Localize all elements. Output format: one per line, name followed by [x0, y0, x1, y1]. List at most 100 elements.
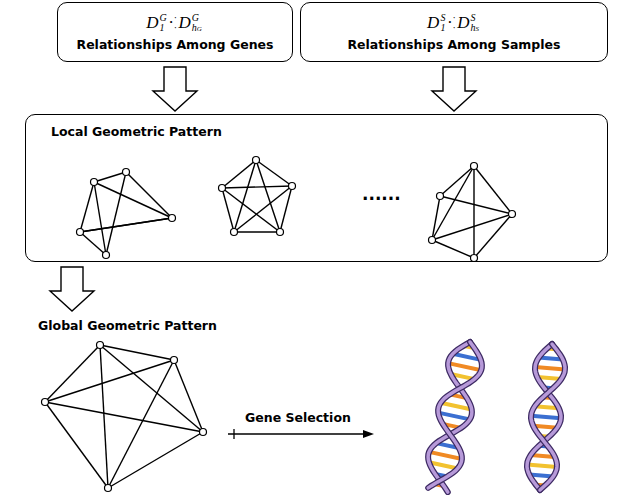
graph-vertex	[42, 399, 49, 406]
base-pair	[527, 464, 557, 466]
index-stack: ··	[174, 13, 177, 33]
graph-edge	[222, 160, 256, 188]
graph-vertex	[219, 185, 226, 192]
graph-edge	[126, 172, 172, 218]
graph-edge	[100, 345, 108, 488]
dna-strand-fill	[531, 344, 565, 490]
graph-edge	[80, 218, 172, 232]
graph-edge	[108, 432, 203, 488]
formula-symbol: ·	[447, 13, 451, 33]
graph-edge	[80, 182, 94, 232]
dna-strand	[428, 342, 482, 488]
block-arrow	[50, 267, 94, 311]
subscript: ·	[453, 23, 456, 33]
graph-edge	[45, 402, 203, 432]
index-stack: hSS	[470, 13, 479, 33]
dna-strand	[531, 344, 565, 490]
subscript: hS	[470, 23, 479, 33]
block-arrow	[432, 67, 476, 111]
index-stack: ··	[453, 13, 456, 33]
graph-edge	[94, 182, 172, 218]
dna-strand-fill	[428, 342, 482, 488]
graph-vertex	[437, 193, 444, 200]
graph-vertex	[231, 229, 238, 236]
graph-edge	[440, 166, 474, 196]
graph-vertex	[171, 357, 178, 364]
global-pattern-group: Global Geometric Pattern	[30, 314, 220, 492]
superscript: S	[470, 13, 479, 23]
subscript: ·	[174, 23, 177, 33]
graph-edge	[94, 172, 126, 182]
graph-edge	[45, 402, 108, 488]
arrow-line	[228, 433, 366, 434]
graph-edge	[100, 345, 203, 432]
graph-edge	[474, 166, 512, 214]
box-title: Global Geometric Pattern	[38, 318, 220, 333]
sub-subscript: G	[197, 25, 202, 33]
superscript: G	[159, 13, 166, 23]
source-box: D1G ··· DhGGRelationships Among Genes	[57, 2, 293, 62]
graph-edge	[106, 172, 126, 255]
graph-edge	[234, 160, 256, 232]
graph-edge	[100, 345, 174, 360]
graph-vertex	[471, 255, 478, 262]
graph-vertex	[200, 429, 207, 436]
index-stack: 1G	[159, 13, 166, 33]
graph-edge	[440, 196, 512, 214]
box-title: Relationships Among Samples	[347, 37, 560, 52]
arrow-label: Gene Selection	[243, 410, 353, 425]
graph-edge	[234, 186, 292, 232]
graph-vertex	[509, 211, 516, 218]
graph-vertex	[277, 229, 284, 236]
subscript: 1	[159, 23, 166, 33]
superscript: ·	[174, 13, 177, 23]
arrow-tick	[233, 429, 234, 439]
graph-vertex	[253, 157, 260, 164]
superscript: G	[192, 13, 202, 23]
graph-vertex	[429, 237, 436, 244]
subscript: hG	[192, 23, 202, 33]
graph-vertex	[77, 229, 84, 236]
formula-symbol: D	[178, 13, 190, 33]
graph-vertex	[91, 179, 98, 186]
graph-vertex	[103, 252, 110, 259]
base-pair	[429, 452, 462, 459]
graph-vertex	[471, 163, 478, 170]
base-pair	[535, 367, 565, 369]
formula-symbol: D	[427, 13, 439, 33]
base-pair	[531, 416, 561, 418]
base-pair	[448, 363, 481, 370]
block-arrow	[153, 67, 197, 111]
formula-symbol: ·	[169, 13, 173, 33]
graph-edge	[234, 231, 280, 232]
formula: D1S ··· DhSS	[427, 13, 481, 33]
graph-edge	[432, 214, 512, 240]
graph-edge	[473, 166, 474, 258]
subscript: 1	[440, 23, 445, 33]
arrow-head	[363, 430, 374, 438]
ellipsis: ......	[360, 184, 403, 204]
graph-vertex	[123, 169, 130, 176]
box-title: Local Geometric Pattern	[51, 124, 607, 139]
superscript: ·	[453, 13, 456, 23]
graph-edge	[280, 186, 292, 232]
local-pattern-box: Local Geometric Pattern	[25, 114, 608, 262]
graph-edge	[256, 160, 280, 232]
index-stack: hGG	[192, 13, 202, 33]
dna-strand	[428, 342, 472, 492]
graph-edge	[94, 182, 106, 255]
graph-edge	[432, 240, 474, 258]
graph-edge	[222, 188, 234, 232]
graph-edge	[222, 188, 280, 232]
graph-edge	[256, 160, 292, 186]
graph-edge	[45, 360, 174, 402]
superscript: S	[440, 13, 445, 23]
formula: D1G ··· DhGG	[146, 13, 204, 33]
sub-subscript: S	[475, 25, 479, 33]
dna-strand-fill	[428, 342, 472, 492]
graph-edge	[80, 218, 172, 232]
graph-vertex	[97, 342, 104, 349]
index-stack: 1S	[440, 13, 445, 33]
graph-edge	[174, 360, 203, 432]
source-box: D1S ··· DhSS Relationships Among Samples	[300, 2, 608, 62]
